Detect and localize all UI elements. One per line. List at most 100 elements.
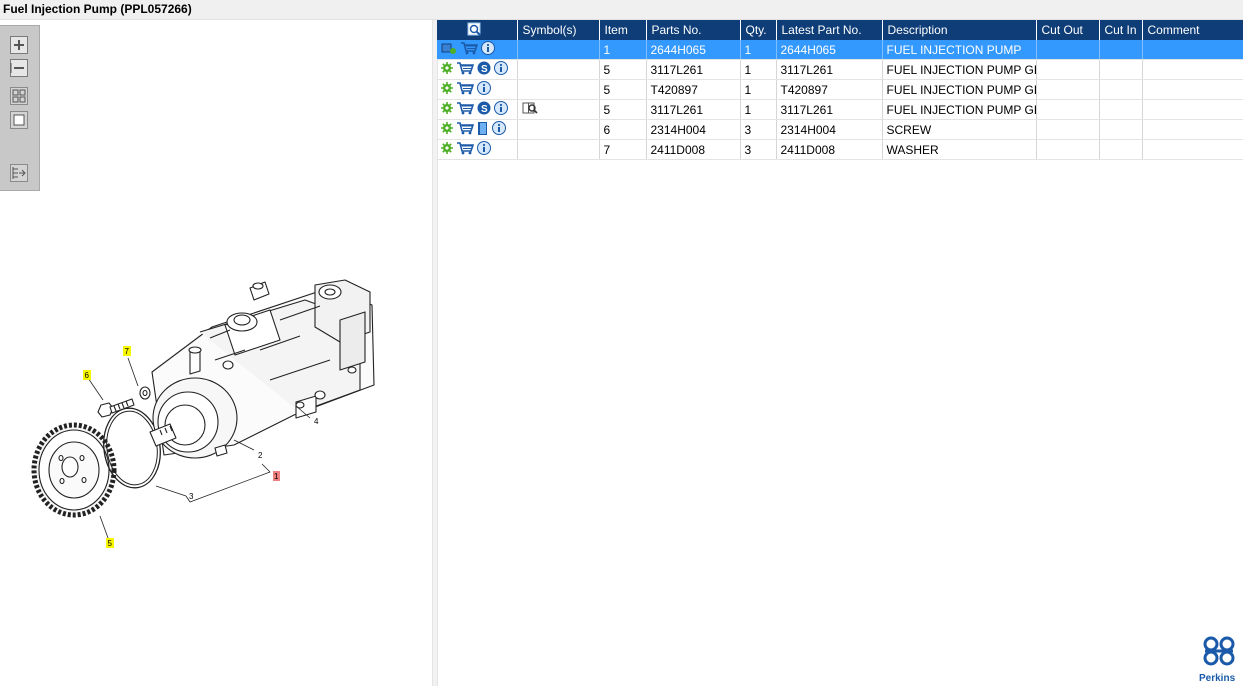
column-header-cut-out[interactable]: Cut Out xyxy=(1036,20,1100,40)
column-header-actions[interactable] xyxy=(437,20,518,40)
cell-cut-out xyxy=(1036,59,1100,80)
s-icon[interactable]: S xyxy=(477,61,491,78)
gear-icon[interactable] xyxy=(441,62,453,77)
cell-latest-part-no: 3117L261 xyxy=(776,59,883,80)
cell-description: WASHER xyxy=(882,139,1037,160)
cart-icon[interactable] xyxy=(456,81,475,98)
cell-symbols xyxy=(517,40,600,60)
cell-qty: 3 xyxy=(740,119,777,140)
cell-symbols xyxy=(517,59,600,80)
pump-gear-drawing xyxy=(31,422,117,518)
export-icon xyxy=(10,164,28,182)
cell-description: SCREW xyxy=(882,119,1037,140)
cell-cut-out xyxy=(1036,119,1100,140)
row-action-icons xyxy=(437,139,518,160)
fit-all-button[interactable] xyxy=(10,87,28,105)
cell-comment xyxy=(1142,79,1243,100)
cell-description: FUEL INJECTION PUMP GEAR xyxy=(882,59,1037,80)
info-icon[interactable] xyxy=(494,61,508,78)
zoom-out-button[interactable] xyxy=(10,59,28,77)
info-icon[interactable] xyxy=(477,81,491,98)
cell-latest-part-no: 2411D008 xyxy=(776,139,883,160)
info-icon[interactable] xyxy=(492,121,506,138)
cell-item: 1 xyxy=(599,40,647,60)
callout-1[interactable]: 1 xyxy=(273,471,280,481)
cell-cut-in xyxy=(1099,119,1143,140)
zoom-in-button[interactable] xyxy=(10,36,28,54)
gear-icon[interactable] xyxy=(441,82,453,97)
cell-cut-in xyxy=(1099,40,1143,60)
callout-6[interactable]: 6 xyxy=(83,370,91,380)
cell-cut-in xyxy=(1099,79,1143,100)
s-icon[interactable]: S xyxy=(477,101,491,118)
book-icon[interactable] xyxy=(477,121,489,139)
square-icon xyxy=(10,111,28,129)
pane-splitter[interactable] xyxy=(432,20,438,686)
svg-text:S: S xyxy=(481,104,488,115)
cell-qty: 1 xyxy=(740,40,777,60)
gear-icon[interactable] xyxy=(441,142,453,157)
cart-icon[interactable] xyxy=(456,101,475,118)
info-icon[interactable] xyxy=(494,101,508,118)
cell-cut-in xyxy=(1099,139,1143,160)
cart-icon[interactable] xyxy=(456,141,475,158)
gear-icon[interactable] xyxy=(441,102,453,117)
row-action-icons xyxy=(437,40,518,60)
cell-parts-no: 2314H004 xyxy=(646,119,741,140)
cell-comment xyxy=(1142,99,1243,120)
column-header-comment[interactable]: Comment xyxy=(1142,20,1243,40)
cell-qty: 1 xyxy=(740,99,777,120)
callout-label-5: 5 xyxy=(108,539,113,548)
book-search-icon[interactable] xyxy=(522,101,538,118)
cart-icon[interactable] xyxy=(460,41,479,58)
cart-icon[interactable] xyxy=(456,61,475,78)
table-header-row: Symbol(s) Item Parts No. Qty. Latest Par… xyxy=(437,20,1243,40)
diagram-toolbar xyxy=(0,25,40,191)
cell-item: 5 xyxy=(599,79,647,100)
diagram-pane[interactable]: 7 6 5 1 2 3 4 xyxy=(0,20,432,686)
injection-pump-drawing xyxy=(149,279,375,459)
perkins-logo xyxy=(1203,636,1235,666)
export-button[interactable] xyxy=(10,164,28,182)
column-header-parts-no[interactable]: Parts No. xyxy=(646,20,741,40)
callout-5[interactable]: 5 xyxy=(106,538,114,548)
column-header-symbols[interactable]: Symbol(s) xyxy=(517,20,600,40)
actual-size-button[interactable] xyxy=(10,111,28,129)
cell-latest-part-no: 2314H004 xyxy=(776,119,883,140)
callout-7[interactable]: 7 xyxy=(123,346,131,356)
row-action-icons xyxy=(437,79,518,100)
cell-comment xyxy=(1142,139,1243,160)
fit-icon xyxy=(10,87,28,105)
info-icon[interactable] xyxy=(477,141,491,158)
cell-item: 5 xyxy=(599,99,647,120)
column-header-cut-in[interactable]: Cut In xyxy=(1099,20,1143,40)
cell-cut-in xyxy=(1099,99,1143,120)
title-bar: Fuel Injection Pump (PPL057266) xyxy=(0,0,1243,20)
callout-label-2: 2 xyxy=(258,451,263,460)
exploded-diagram: 7 6 5 1 2 3 4 xyxy=(31,279,375,548)
cell-symbols xyxy=(517,139,600,160)
cell-qty: 1 xyxy=(740,79,777,100)
cart-icon[interactable] xyxy=(456,121,475,138)
cell-cut-out xyxy=(1036,40,1100,60)
cell-description: FUEL INJECTION PUMP GEAR xyxy=(882,79,1037,100)
column-header-qty[interactable]: Qty. xyxy=(740,20,777,40)
parts-table: Symbol(s) Item Parts No. Qty. Latest Par… xyxy=(437,20,1243,160)
column-header-item[interactable]: Item xyxy=(599,20,647,40)
cell-parts-no: 2411D008 xyxy=(646,139,741,160)
cell-comment xyxy=(1142,59,1243,80)
column-header-latest-part-no[interactable]: Latest Part No. xyxy=(776,20,883,40)
model-icon[interactable] xyxy=(441,41,457,58)
gear-icon[interactable] xyxy=(441,122,453,137)
cell-item: 6 xyxy=(599,119,647,140)
column-header-description[interactable]: Description xyxy=(882,20,1037,40)
cell-latest-part-no: 2644H065 xyxy=(776,40,883,60)
cell-symbols xyxy=(517,99,600,120)
info-icon[interactable] xyxy=(481,41,495,58)
